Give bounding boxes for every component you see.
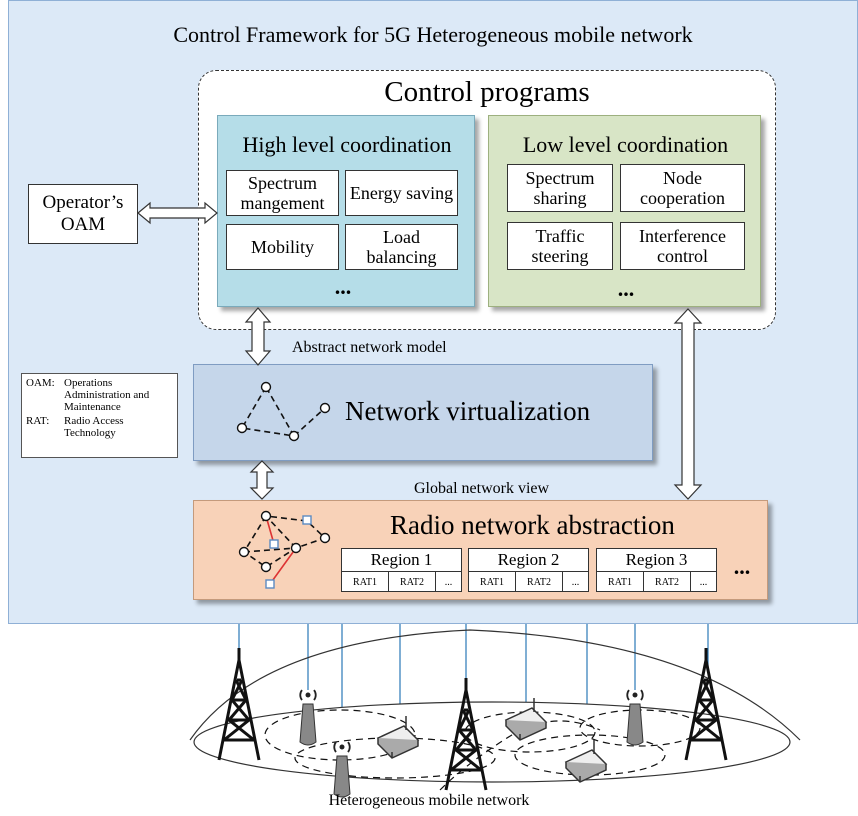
legend-row-rat: RAT: Radio Access Technology bbox=[26, 415, 173, 439]
rat-cell: RAT1 bbox=[597, 572, 644, 592]
rat-cell: RAT2 bbox=[644, 572, 691, 592]
region-name: Region 3 bbox=[597, 549, 716, 572]
interference-control-cell: Interference control bbox=[620, 222, 745, 270]
legend-text: Operations Administration and Maintenanc… bbox=[64, 377, 150, 413]
nv-rna-double-arrow bbox=[249, 460, 275, 500]
region-name: Region 1 bbox=[342, 549, 461, 572]
virtual-network-graph bbox=[240, 386, 326, 438]
network-virtualization-label: Network virtualization bbox=[345, 396, 591, 426]
rat-cell: ... bbox=[444, 576, 453, 588]
legend-row-oam: OAM: Operations Administration and Maint… bbox=[26, 377, 173, 413]
control-programs-title: Control programs bbox=[384, 76, 590, 108]
radio-abstraction-graph bbox=[242, 515, 327, 585]
global-network-view-label: Global network view bbox=[414, 480, 550, 497]
rat-cell: RAT1 bbox=[469, 572, 516, 592]
radio-abstraction-ap-squares bbox=[265, 515, 312, 589]
region-1-box: Region 1 RAT1 RAT2 ... bbox=[341, 548, 462, 592]
mobility-cell: Mobility bbox=[226, 224, 339, 270]
region-name: Region 2 bbox=[469, 549, 588, 572]
high-level-more: ... bbox=[334, 274, 352, 299]
spectrum-management-cell: Spectrum mangement bbox=[226, 170, 339, 216]
energy-saving-cell: Energy saving bbox=[345, 170, 458, 216]
rat-cell: RAT2 bbox=[516, 572, 563, 592]
spectrum-sharing-cell: Spectrum sharing bbox=[507, 164, 613, 212]
cp-nv-double-arrow bbox=[244, 307, 272, 366]
low-level-coordination-title: Low level coordination bbox=[522, 132, 729, 157]
low-level-more: ... bbox=[617, 276, 635, 301]
traffic-steering-cell: Traffic steering bbox=[507, 222, 613, 270]
high-level-coordination-title: High level coordination bbox=[242, 132, 452, 157]
virtual-network-nodes bbox=[236, 381, 331, 442]
ll-rna-double-arrow bbox=[673, 308, 703, 500]
more-regions: ... bbox=[733, 554, 751, 579]
diagram-title: Control Framework for 5G Heterogeneous m… bbox=[173, 22, 693, 47]
rat-cell: ... bbox=[571, 576, 580, 588]
rat-cell: RAT1 bbox=[342, 572, 389, 592]
abstract-network-model-label: Abstract network model bbox=[292, 339, 447, 356]
high-level-coordination-box: High level coordination Spectrum mangeme… bbox=[217, 115, 475, 307]
oam-double-arrow bbox=[137, 201, 218, 225]
heterogeneous-network-caption: Heterogeneous mobile network bbox=[328, 792, 530, 809]
region-2-box: Region 2 RAT1 RAT2 ... bbox=[468, 548, 589, 592]
node-cooperation-cell: Node cooperation bbox=[620, 164, 745, 212]
legend-key: OAM: bbox=[26, 377, 55, 389]
legend-box: OAM: Operations Administration and Maint… bbox=[21, 373, 178, 458]
radio-network-abstraction-title: Radio network abstraction bbox=[390, 510, 675, 540]
network-virtualization-box bbox=[193, 364, 653, 461]
legend-key: RAT: bbox=[26, 415, 50, 427]
radio-abstraction-nodes bbox=[238, 510, 331, 573]
low-level-coordination-box: Low level coordination Spectrum sharing … bbox=[488, 115, 761, 307]
load-balancing-cell: Load balancing bbox=[345, 224, 458, 270]
rat-cell: ... bbox=[699, 576, 708, 588]
region-3-box: Region 3 RAT1 RAT2 ... bbox=[596, 548, 717, 592]
legend-text: Radio Access Technology bbox=[64, 415, 124, 439]
operators-oam-box: Operator’s OAM bbox=[28, 184, 138, 244]
rat-cell: RAT2 bbox=[389, 572, 436, 592]
